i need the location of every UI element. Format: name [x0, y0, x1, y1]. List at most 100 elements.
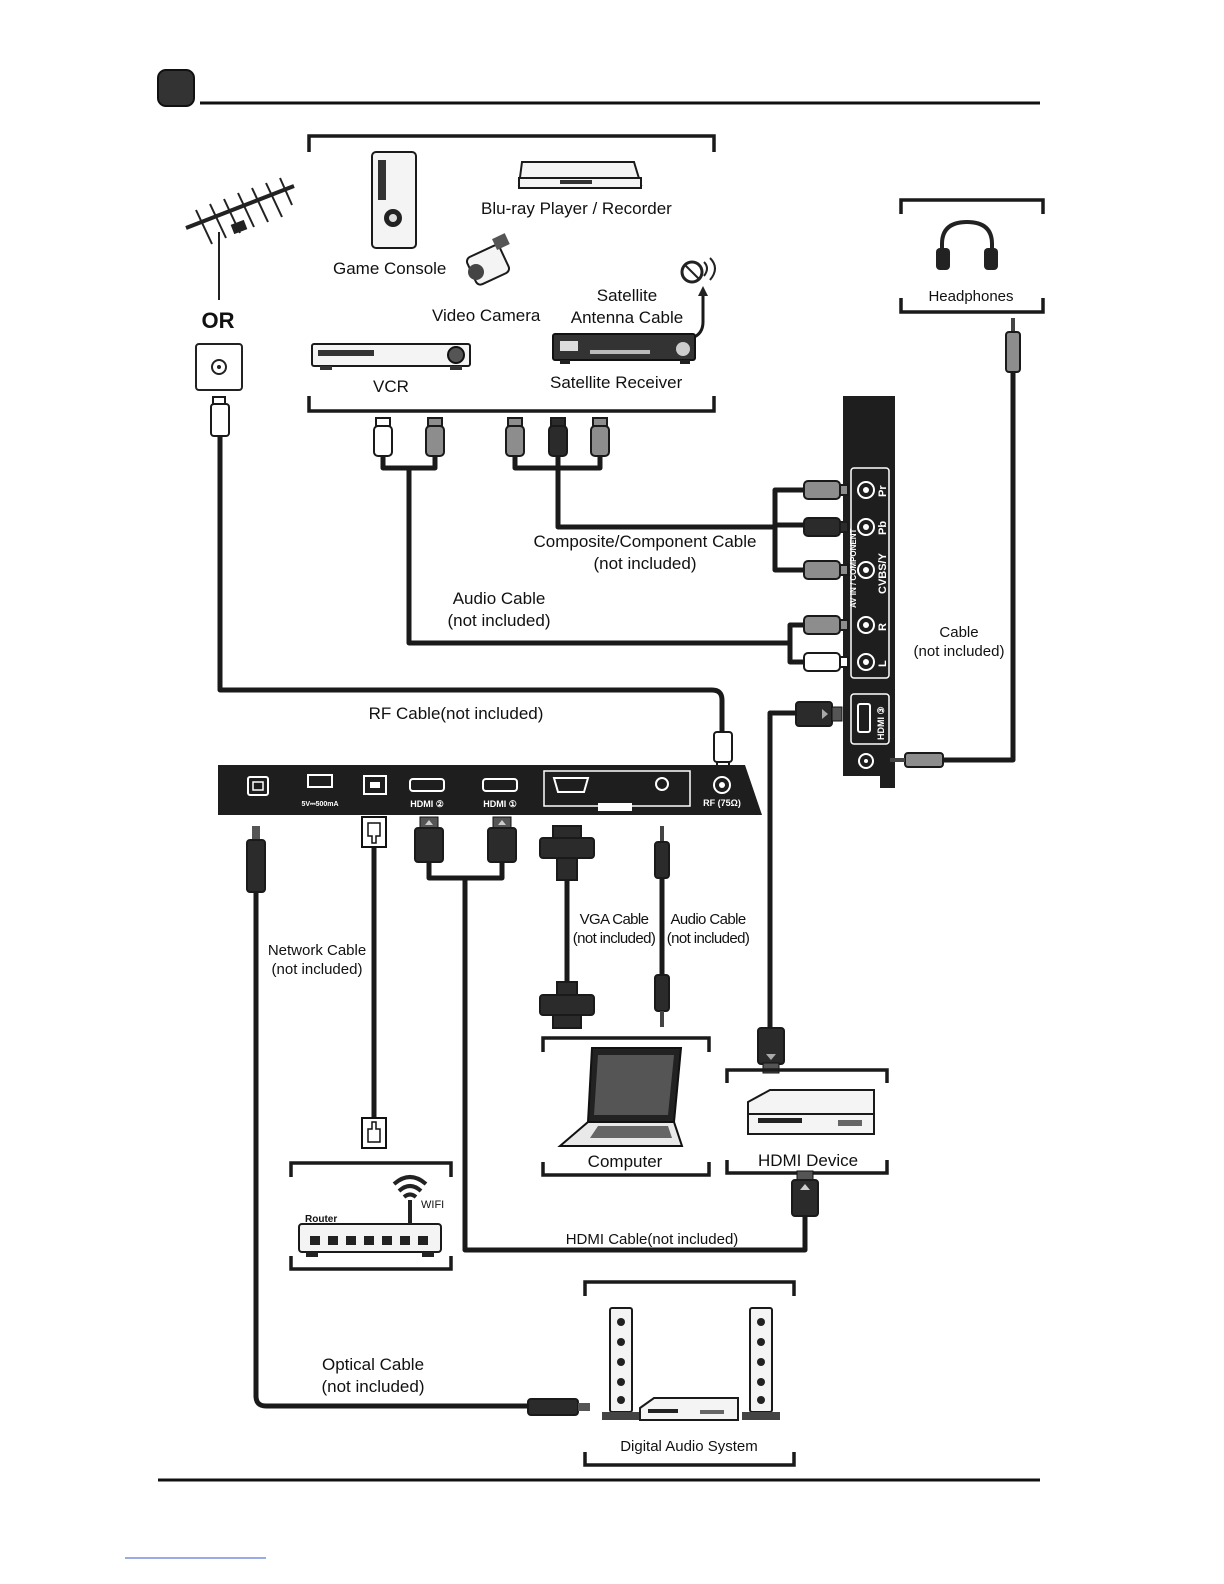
network-cable-label-1: Network Cable	[268, 942, 366, 959]
side-input-panel	[843, 396, 895, 788]
speaker-icon	[742, 1307, 780, 1420]
side-label-pb: Pb	[877, 521, 889, 535]
optical-plug-audio	[527, 1398, 590, 1416]
side-jack-pr	[857, 481, 875, 499]
side-jack-cvbs	[857, 561, 875, 579]
rca-plug-audio-red	[425, 417, 445, 457]
audio-cable-label-1: Audio Cable	[453, 589, 546, 608]
rear-label-hdmi1: HDMI ①	[483, 799, 517, 809]
audio-system-bracket-bottom	[583, 1452, 796, 1467]
satellite-receiver-icon	[552, 333, 696, 364]
wifi-label: WIFI	[421, 1199, 444, 1211]
wifi-icon	[392, 1175, 428, 1199]
computer-label: Computer	[588, 1152, 663, 1171]
pc-audio-plug-pc	[654, 974, 670, 1027]
side-plug-headphone	[890, 752, 944, 768]
composite-cable	[512, 452, 811, 573]
side-label-r: R	[877, 623, 889, 631]
speaker-icon	[602, 1307, 640, 1420]
headphones-label: Headphones	[928, 288, 1013, 305]
computer-bracket-top	[541, 1036, 711, 1052]
hdmi-device-label: HDMI Device	[758, 1151, 858, 1170]
vga-plug-pc	[539, 981, 595, 1029]
rf-cable	[217, 432, 725, 738]
rca-plug-component-2	[548, 417, 568, 457]
rf-cable-label: RF Cable(not included)	[369, 704, 544, 723]
headphone-cable-label-1: Cable	[939, 624, 978, 641]
side-port-hdmi3	[857, 703, 871, 733]
wall-socket-icon	[195, 343, 243, 391]
video-camera-label: Video Camera	[432, 306, 541, 325]
audio-receiver-icon	[639, 1397, 739, 1421]
vga-cable-label-2: (not included)	[573, 930, 656, 947]
satellite-dish-icon	[680, 257, 716, 342]
headphone-cable	[937, 367, 1016, 763]
video-camera-icon	[465, 233, 511, 286]
side-plug-l	[803, 652, 849, 672]
rca-plug-component-3	[590, 417, 610, 457]
vcr-icon	[311, 343, 471, 370]
pc-audio-cable-label-1: Audio Cable	[670, 911, 745, 928]
hdmi-cable	[426, 857, 808, 1253]
satellite-receiver-label: Satellite Receiver	[550, 373, 683, 392]
hdmi-device-bracket-top	[725, 1068, 889, 1083]
hdmi3-plug-device	[757, 1027, 785, 1074]
computer-bracket-bottom	[541, 1162, 711, 1177]
composite-cable-label-2: (not included)	[593, 554, 696, 573]
optical-cable-label-2: (not included)	[321, 1377, 424, 1396]
headphone-jack-plug	[1005, 318, 1021, 373]
side-label-group: AV IN / COMPONENT	[849, 528, 858, 608]
sources-bracket-top	[307, 134, 716, 152]
rear-port-usb	[307, 774, 333, 788]
router-bracket-bottom	[289, 1256, 453, 1271]
headphones-bracket-bottom	[899, 298, 1045, 314]
audio-cable-vcr	[380, 452, 811, 665]
satellite-antenna-label-1: Satellite	[597, 286, 657, 305]
side-plug-pb	[803, 517, 849, 537]
rear-port-vga-group	[543, 770, 691, 811]
hdmi2-plug	[414, 816, 444, 863]
hdmi-plug-device	[791, 1170, 819, 1217]
side-plug-hdmi3	[795, 701, 843, 727]
headphones-bracket-top	[899, 198, 1045, 214]
rear-label-usb: 5V⎓500mA	[301, 801, 338, 808]
side-label-hdmi3: HDMI ③	[876, 706, 886, 740]
vga-cable-label-1: VGA Cable	[580, 911, 649, 928]
hdmi3-cable	[767, 710, 803, 1033]
bluray-player-icon	[517, 161, 643, 189]
audio-system-bracket-top	[583, 1280, 796, 1296]
sources-bracket-bottom	[307, 396, 716, 413]
antenna-icon	[185, 177, 295, 300]
rear-port-rf	[713, 776, 731, 794]
rear-port-lan	[363, 775, 387, 795]
side-plug-cvbs	[803, 560, 849, 580]
rear-port-hdmi2	[409, 778, 445, 792]
vga-plug-tv	[539, 825, 595, 881]
optical-cable	[253, 887, 533, 1409]
pc-audio-plug-tv	[654, 826, 670, 879]
pc-audio-cable-label-2: (not included)	[667, 930, 750, 947]
side-plug-r	[803, 615, 849, 635]
side-plug-pr	[803, 480, 849, 500]
network-plug-router	[361, 1117, 387, 1149]
side-jack-headphone	[858, 753, 874, 769]
network-cable-label-2: (not included)	[272, 961, 363, 978]
rear-port-hdmi1	[482, 778, 518, 792]
router-bracket-top	[289, 1161, 453, 1177]
vcr-label: VCR	[373, 377, 409, 396]
rear-label-hdmi2: HDMI ②	[410, 799, 444, 809]
rear-label-rf: RF (75Ω)	[703, 798, 741, 808]
game-console-icon	[371, 151, 417, 249]
headphone-cable-label-2: (not included)	[914, 643, 1005, 660]
game-console-label: Game Console	[333, 259, 446, 278]
header-marker	[157, 69, 195, 107]
bluray-label: Blu-ray Player / Recorder	[481, 199, 672, 218]
rca-plug-component-1	[505, 417, 525, 457]
rf-plug-antenna	[210, 396, 230, 437]
hdmi1-plug	[487, 816, 517, 863]
laptop-icon	[557, 1047, 684, 1147]
hdmi-device-icon	[747, 1089, 875, 1135]
side-label-pr: Pr	[877, 485, 889, 497]
rca-plug-audio-white	[373, 417, 393, 457]
